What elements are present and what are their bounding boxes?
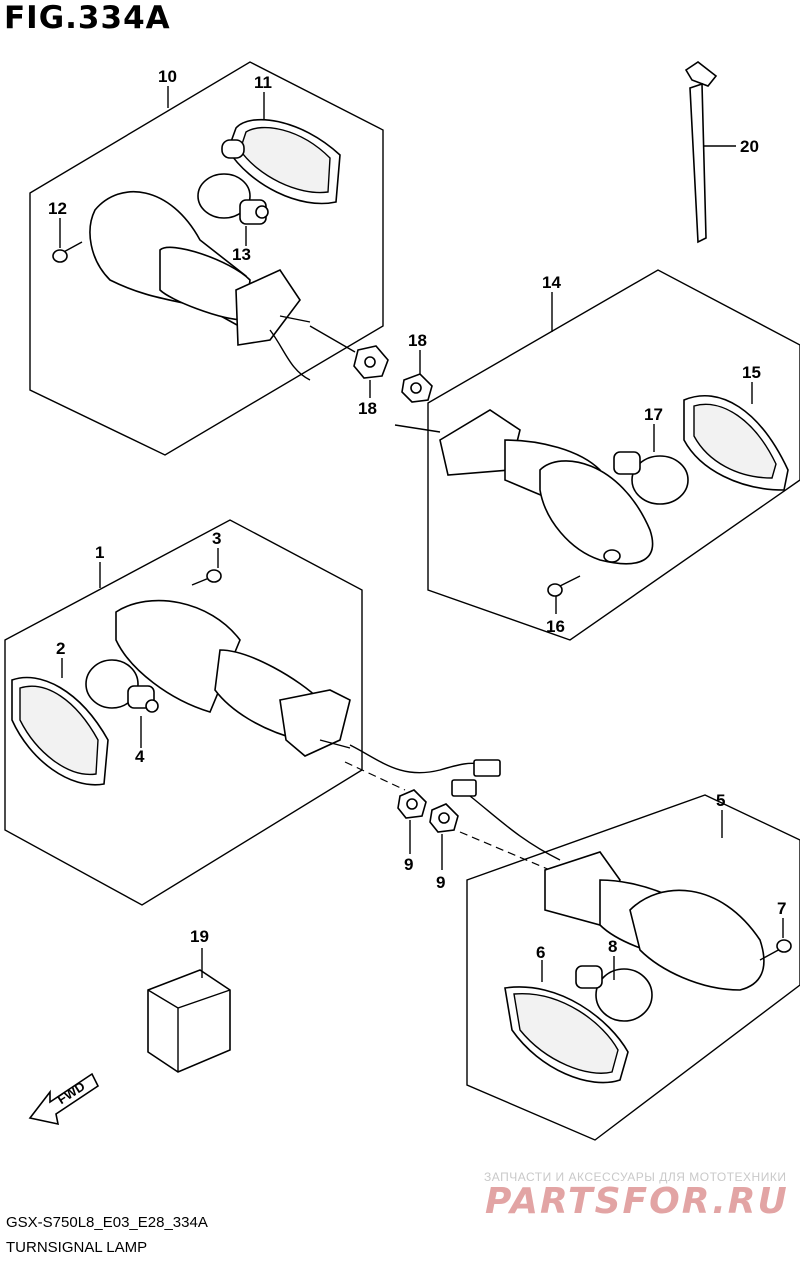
callout-15: 15 [742,363,761,382]
nut-part-18a [353,345,389,379]
assembly-box-14 [394,269,800,641]
callout-2: 2 [56,639,65,658]
relay-part-19 [147,948,231,1073]
lens-part-6 [504,986,629,1084]
callout-5: 5 [716,791,725,810]
leader-lines [59,86,784,982]
screw-part-16 [547,575,581,597]
callout-10: 10 [158,67,177,86]
bulb-part-8 [575,965,653,1022]
assembly-box-1 [4,519,363,906]
callout-11: 11 [254,73,272,92]
nut-part-9b [429,803,459,833]
housing-part-10 [89,190,311,381]
lens-part-11 [221,118,341,205]
housing-part-14 [439,409,654,565]
callout-18b: 18 [358,399,377,418]
assembly-box-5 [466,794,800,1141]
callout-6: 6 [536,943,545,962]
callout-9b: 9 [436,873,445,892]
callout-12: 12 [48,199,67,218]
callout-20: 20 [740,137,759,156]
cable-tie-part-20 [684,61,736,244]
callout-3: 3 [212,529,221,548]
callout-17: 17 [644,405,663,424]
callout-19: 19 [190,927,209,946]
screw-part-3 [191,569,222,586]
housing-part-5 [544,851,765,991]
bulb-part-13 [197,173,269,225]
callout-7: 7 [777,899,786,918]
watermark-caption: ЗАПЧАСТИ И АКСЕССУАРЫ ДЛЯ МОТОТЕХНИКИ [484,1170,787,1184]
callout-14: 14 [542,273,561,292]
callout-1: 1 [95,543,104,562]
lens-part-15 [683,395,789,491]
housing-part-1 [115,599,351,757]
nut-part-9a [397,789,427,819]
nut-part-18b [401,373,433,403]
screw-part-7 [759,939,792,961]
assembly-box-10 [29,61,384,456]
connector [451,759,501,797]
callout-18a: 18 [408,331,427,350]
drawing-code: GSX-S750L8_E03_E28_334A [6,1214,208,1231]
callout-4: 4 [135,747,145,766]
watermark-logo: PARTSFOR.RU [485,1181,789,1222]
diagram-description: TURNSIGNAL LAMP [6,1239,148,1256]
callout-numbers: 10 11 12 13 20 14 18 18 17 15 16 1 3 2 4… [48,67,786,962]
forward-direction-arrow[interactable]: FWD [28,1072,100,1126]
bulb-part-17 [613,451,689,505]
callout-16: 16 [546,617,565,636]
screw-part-12 [52,241,83,263]
callout-13: 13 [232,245,251,264]
callout-9a: 9 [404,855,413,874]
bulb-part-4 [85,659,159,713]
callout-8: 8 [608,937,617,956]
figure-title: FIG.334A [4,0,171,36]
lens-part-2 [11,676,109,786]
